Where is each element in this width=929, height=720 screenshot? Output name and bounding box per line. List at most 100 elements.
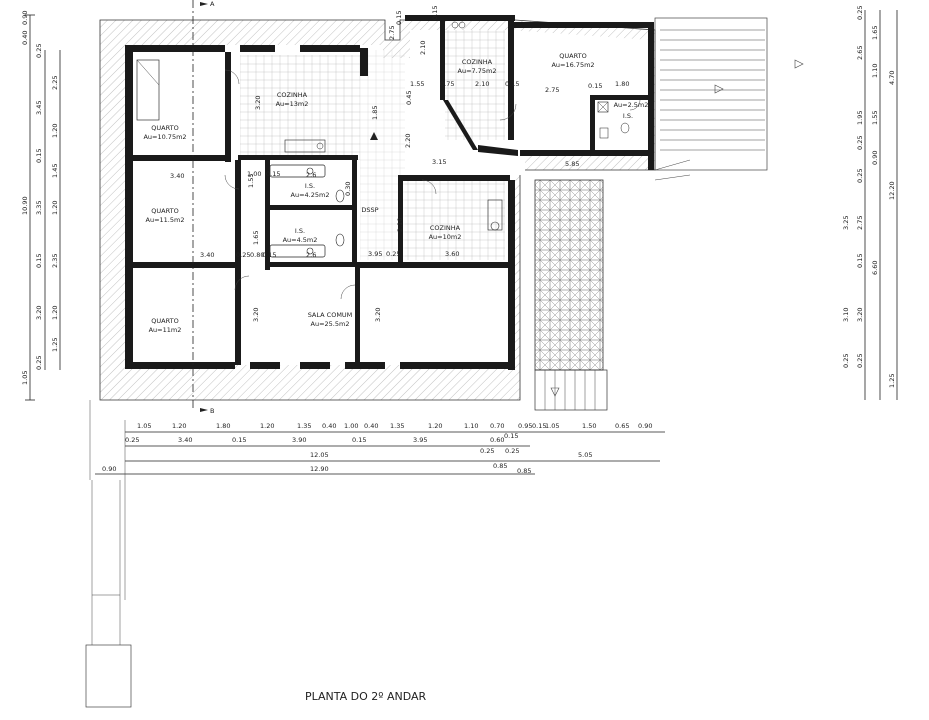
dimension-label: 1.05 xyxy=(545,422,559,430)
section-marker-b: B xyxy=(210,407,214,415)
dimension-label: 2.10 xyxy=(475,80,489,88)
dimension-label: 1.10 xyxy=(871,64,879,78)
dimension-label: 3.95 xyxy=(368,250,382,258)
room-area: Au=10.75m2 xyxy=(143,133,186,141)
dimension-label: 0.25 xyxy=(480,447,494,455)
dimension-label: 1.95 xyxy=(856,111,864,125)
bottom-dimension-lines xyxy=(89,400,665,600)
dimension-label: 3.25 xyxy=(842,216,850,230)
dimension-label: 0.15 xyxy=(431,6,439,20)
dimension-label: 0.40 xyxy=(21,31,29,45)
dimension-label: 0.40 xyxy=(322,422,336,430)
dimension-label: 3.40 xyxy=(178,436,192,444)
dimension-label: 0.25 xyxy=(236,251,250,259)
walls xyxy=(125,15,654,370)
dimension-label: 1.25 xyxy=(888,374,896,388)
dimension-label: 1.55 xyxy=(871,111,879,125)
room-area: Au=7.75m2 xyxy=(458,67,497,75)
dimension-label: 2.6 xyxy=(306,171,316,179)
dimension-label: 2.65 xyxy=(856,46,864,60)
kitchen-grid-3 xyxy=(445,30,505,140)
dimension-label: 3.20 xyxy=(252,308,260,322)
dimension-label: 2.75 xyxy=(856,216,864,230)
room-name: QUARTO xyxy=(151,124,178,132)
dimension-label: 0.25 xyxy=(505,447,519,455)
dimension-label: 2.6 xyxy=(306,251,316,259)
dimension-label: 1.65 xyxy=(252,231,260,245)
dimension-label: 3.10 xyxy=(842,308,850,322)
dimension-label: 1.85 xyxy=(371,106,379,120)
dimension-label: 3.40 xyxy=(170,172,184,180)
room-name: COZINHA xyxy=(462,58,493,66)
dimension-label: 0.90 xyxy=(871,151,879,165)
dimension-label: 3.35 xyxy=(35,201,43,215)
room-name: SALA COMUM xyxy=(308,311,353,319)
room-name: DSSP xyxy=(361,206,378,214)
dimension-label: 1.80 xyxy=(615,80,629,88)
corridor-grid xyxy=(360,50,405,260)
dimension-label: 12.20 xyxy=(888,181,896,200)
room-name: QUARTO xyxy=(151,317,178,325)
dimension-label: 1.05 xyxy=(21,371,29,385)
bottom-row-1: 1.05 1.20 1.80 1.20 1.35 0.40 1.00 0.40 … xyxy=(137,422,652,430)
left-dims-outer: 0.90 0.40 0.25 10.90 1.05 xyxy=(21,11,43,385)
dimension-label: 0.25 xyxy=(386,250,400,258)
dimension-label: 2.25 xyxy=(51,76,59,90)
dimension-label: 3.15 xyxy=(432,158,446,166)
dimension-label: 12.90 xyxy=(310,465,329,473)
room-area: Au=10m2 xyxy=(429,233,462,241)
dimension-label: 1.45 xyxy=(51,164,59,178)
dimension-label: 1.05 xyxy=(137,422,151,430)
bathroom-fixtures xyxy=(269,21,630,258)
dimension-label: 0.15 xyxy=(505,80,519,88)
room-name: I.S. xyxy=(623,112,633,120)
room-area: Au=11m2 xyxy=(149,326,182,334)
room-area: Au=11.5m2 xyxy=(146,216,185,224)
dimension-label: 0.65 xyxy=(615,422,629,430)
dimension-label: 1.80 xyxy=(216,422,230,430)
dimension-label: 0.70 xyxy=(490,422,504,430)
dimension-label: 0.15 xyxy=(35,149,43,163)
dimension-label: 5.85 xyxy=(565,160,579,168)
bottom-row-3: 12.05 5.05 xyxy=(310,451,592,459)
dimension-label: 3.20 xyxy=(374,308,382,322)
closet xyxy=(136,59,160,121)
dimension-label: 3.45 xyxy=(35,101,43,115)
lower-left-strip xyxy=(85,480,132,708)
dimension-label: 3.90 xyxy=(292,436,306,444)
dimension-label: 3.60 xyxy=(445,250,459,258)
dimension-label: 0.80 xyxy=(250,251,264,259)
dimension-label: 1.00 xyxy=(247,170,261,178)
dimension-label: 0.25 xyxy=(856,136,864,150)
room-area: Au=4.5m2 xyxy=(283,236,318,244)
dimension-label: 0.25 xyxy=(856,6,864,20)
dimension-label: 2.75 xyxy=(545,86,559,94)
bottom-row-2: 0.25 3.40 0.15 3.90 0.15 3.95 0.60 0.15 … xyxy=(125,432,519,455)
room-area: Au=16.75m2 xyxy=(551,61,594,69)
room-name: COZINHA xyxy=(430,224,461,232)
right-dims: 0.25 1.65 2.65 4.70 1.10 1.95 1.55 0.25 … xyxy=(842,6,896,388)
dimension-label: 1.20 xyxy=(51,306,59,320)
dimension-label: 6.60 xyxy=(871,261,879,275)
dimension-label: 1.20 xyxy=(260,422,274,430)
dimension-label: 0.75 xyxy=(440,80,454,88)
dimension-label: 1.65 xyxy=(871,26,879,40)
stair-lines xyxy=(534,369,608,411)
dimension-label: 0.95 xyxy=(518,422,532,430)
tiled-balcony xyxy=(534,179,604,371)
dimension-label: 2.10 xyxy=(396,218,404,232)
dimension-label: 1.35 xyxy=(297,422,311,430)
dimension-label: 0.25 xyxy=(856,354,864,368)
dimension-label: 3.20 xyxy=(254,96,262,110)
kitchen-grid-2 xyxy=(405,180,505,260)
room-area: Au=2.5m2 xyxy=(614,101,649,109)
dimension-label: 2.10 xyxy=(419,41,427,55)
dimension-label: 0.90 xyxy=(102,465,116,473)
dimension-label: 0.25 xyxy=(856,169,864,183)
dimension-label: 1.20 xyxy=(51,124,59,138)
dimension-label: 2.35 xyxy=(51,254,59,268)
dimension-label: 0.60 xyxy=(490,436,504,444)
dimension-label: 0.25 xyxy=(35,44,43,58)
dimension-label: 0.25 xyxy=(35,356,43,370)
